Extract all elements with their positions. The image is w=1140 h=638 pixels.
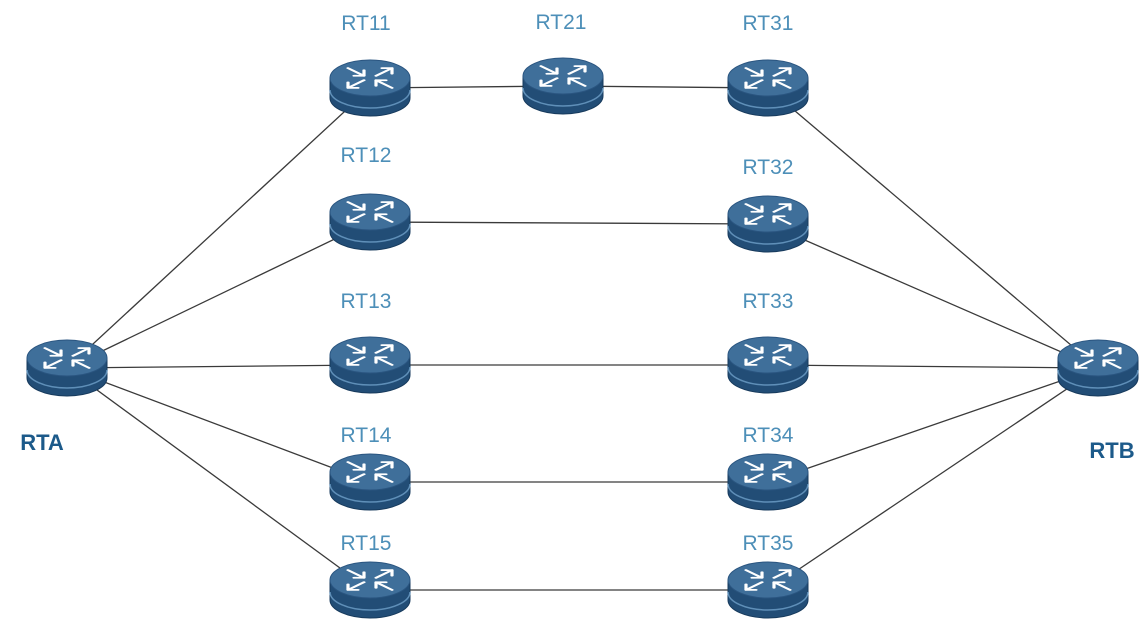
router-label-rt34: RT34: [743, 424, 794, 447]
links-layer: [66, 85, 1099, 591]
link-rt33-rtb: [767, 364, 1099, 369]
link-rta-rt13: [66, 364, 371, 369]
router-rt14: [329, 453, 411, 511]
router-icon: [346, 201, 394, 223]
router-label-rt11: RT11: [341, 12, 390, 35]
router-label-rt21: RT21: [536, 11, 587, 34]
router-icon: [744, 67, 792, 89]
router-icon: [744, 569, 792, 591]
router-rt35: [727, 561, 809, 619]
router-icon: [43, 347, 91, 369]
router-icon: [346, 569, 394, 591]
router-rt34: [727, 453, 809, 511]
router-icon: [346, 344, 394, 366]
router-rt11: [329, 59, 411, 117]
link-rta-rt12: [66, 221, 371, 369]
router-icon: [744, 203, 792, 225]
router-label-rt15: RT15: [341, 532, 392, 555]
link-rt31-rtb: [767, 87, 1099, 369]
router-rt15: [329, 561, 411, 619]
link-rt35-rtb: [767, 367, 1099, 591]
router-rt33: [727, 336, 809, 394]
router-rt21: [522, 57, 604, 115]
link-rt12-rt32: [369, 221, 769, 225]
router-icon: [744, 344, 792, 366]
link-rta-rt15: [66, 367, 371, 591]
router-icon: [1074, 347, 1122, 369]
router-rt12: [329, 193, 411, 251]
router-rt32: [727, 195, 809, 253]
router-label-rt31: RT31: [743, 12, 794, 35]
router-label-rtb: RTB: [1089, 438, 1134, 463]
router-icon: [744, 461, 792, 483]
link-rta-rt11: [66, 87, 371, 369]
router-icon: [346, 67, 394, 89]
router-rt13: [329, 336, 411, 394]
router-label-rt14: RT14: [341, 424, 392, 447]
router-icon: [346, 461, 394, 483]
router-icon: [539, 65, 587, 87]
router-rta: [26, 339, 108, 397]
router-label-rt13: RT13: [341, 290, 392, 313]
router-label-rt33: RT33: [743, 290, 794, 313]
router-label-rt12: RT12: [341, 144, 392, 167]
router-rt31: [727, 59, 809, 117]
link-rta-rt14: [66, 367, 371, 483]
router-label-rt35: RT35: [743, 532, 794, 555]
router-label-rta: RTA: [20, 430, 64, 455]
link-rt34-rtb: [767, 367, 1099, 483]
router-label-rt32: RT32: [743, 156, 794, 179]
router-rtb: [1057, 339, 1139, 397]
link-rt32-rtb: [767, 223, 1099, 369]
